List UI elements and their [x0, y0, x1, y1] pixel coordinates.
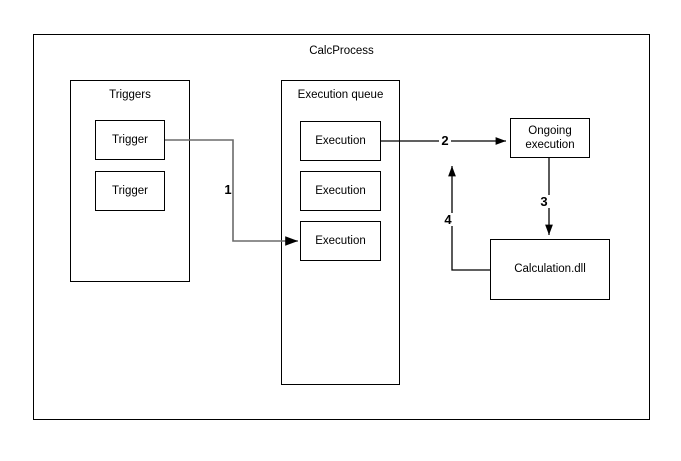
edge-4-path — [448, 166, 490, 271]
execution-queue-title: Execution queue — [297, 89, 384, 101]
node-execution-1[interactable] — [300, 121, 381, 161]
container-calc-process[interactable] — [33, 34, 650, 420]
node-execution-3[interactable] — [300, 221, 381, 261]
container-triggers[interactable] — [70, 80, 190, 282]
node-execution-2[interactable] — [300, 171, 381, 211]
node-trigger-2[interactable] — [95, 171, 165, 211]
container-execution-queue[interactable] — [281, 80, 400, 385]
node-calculation-dll[interactable] — [490, 239, 610, 300]
edge-1-path — [165, 139, 298, 246]
triggers-title: Triggers — [109, 89, 151, 101]
calc-process-title: CalcProcess — [309, 45, 374, 57]
node-ongoing-execution[interactable] — [510, 118, 590, 158]
node-trigger-1[interactable] — [95, 120, 165, 160]
